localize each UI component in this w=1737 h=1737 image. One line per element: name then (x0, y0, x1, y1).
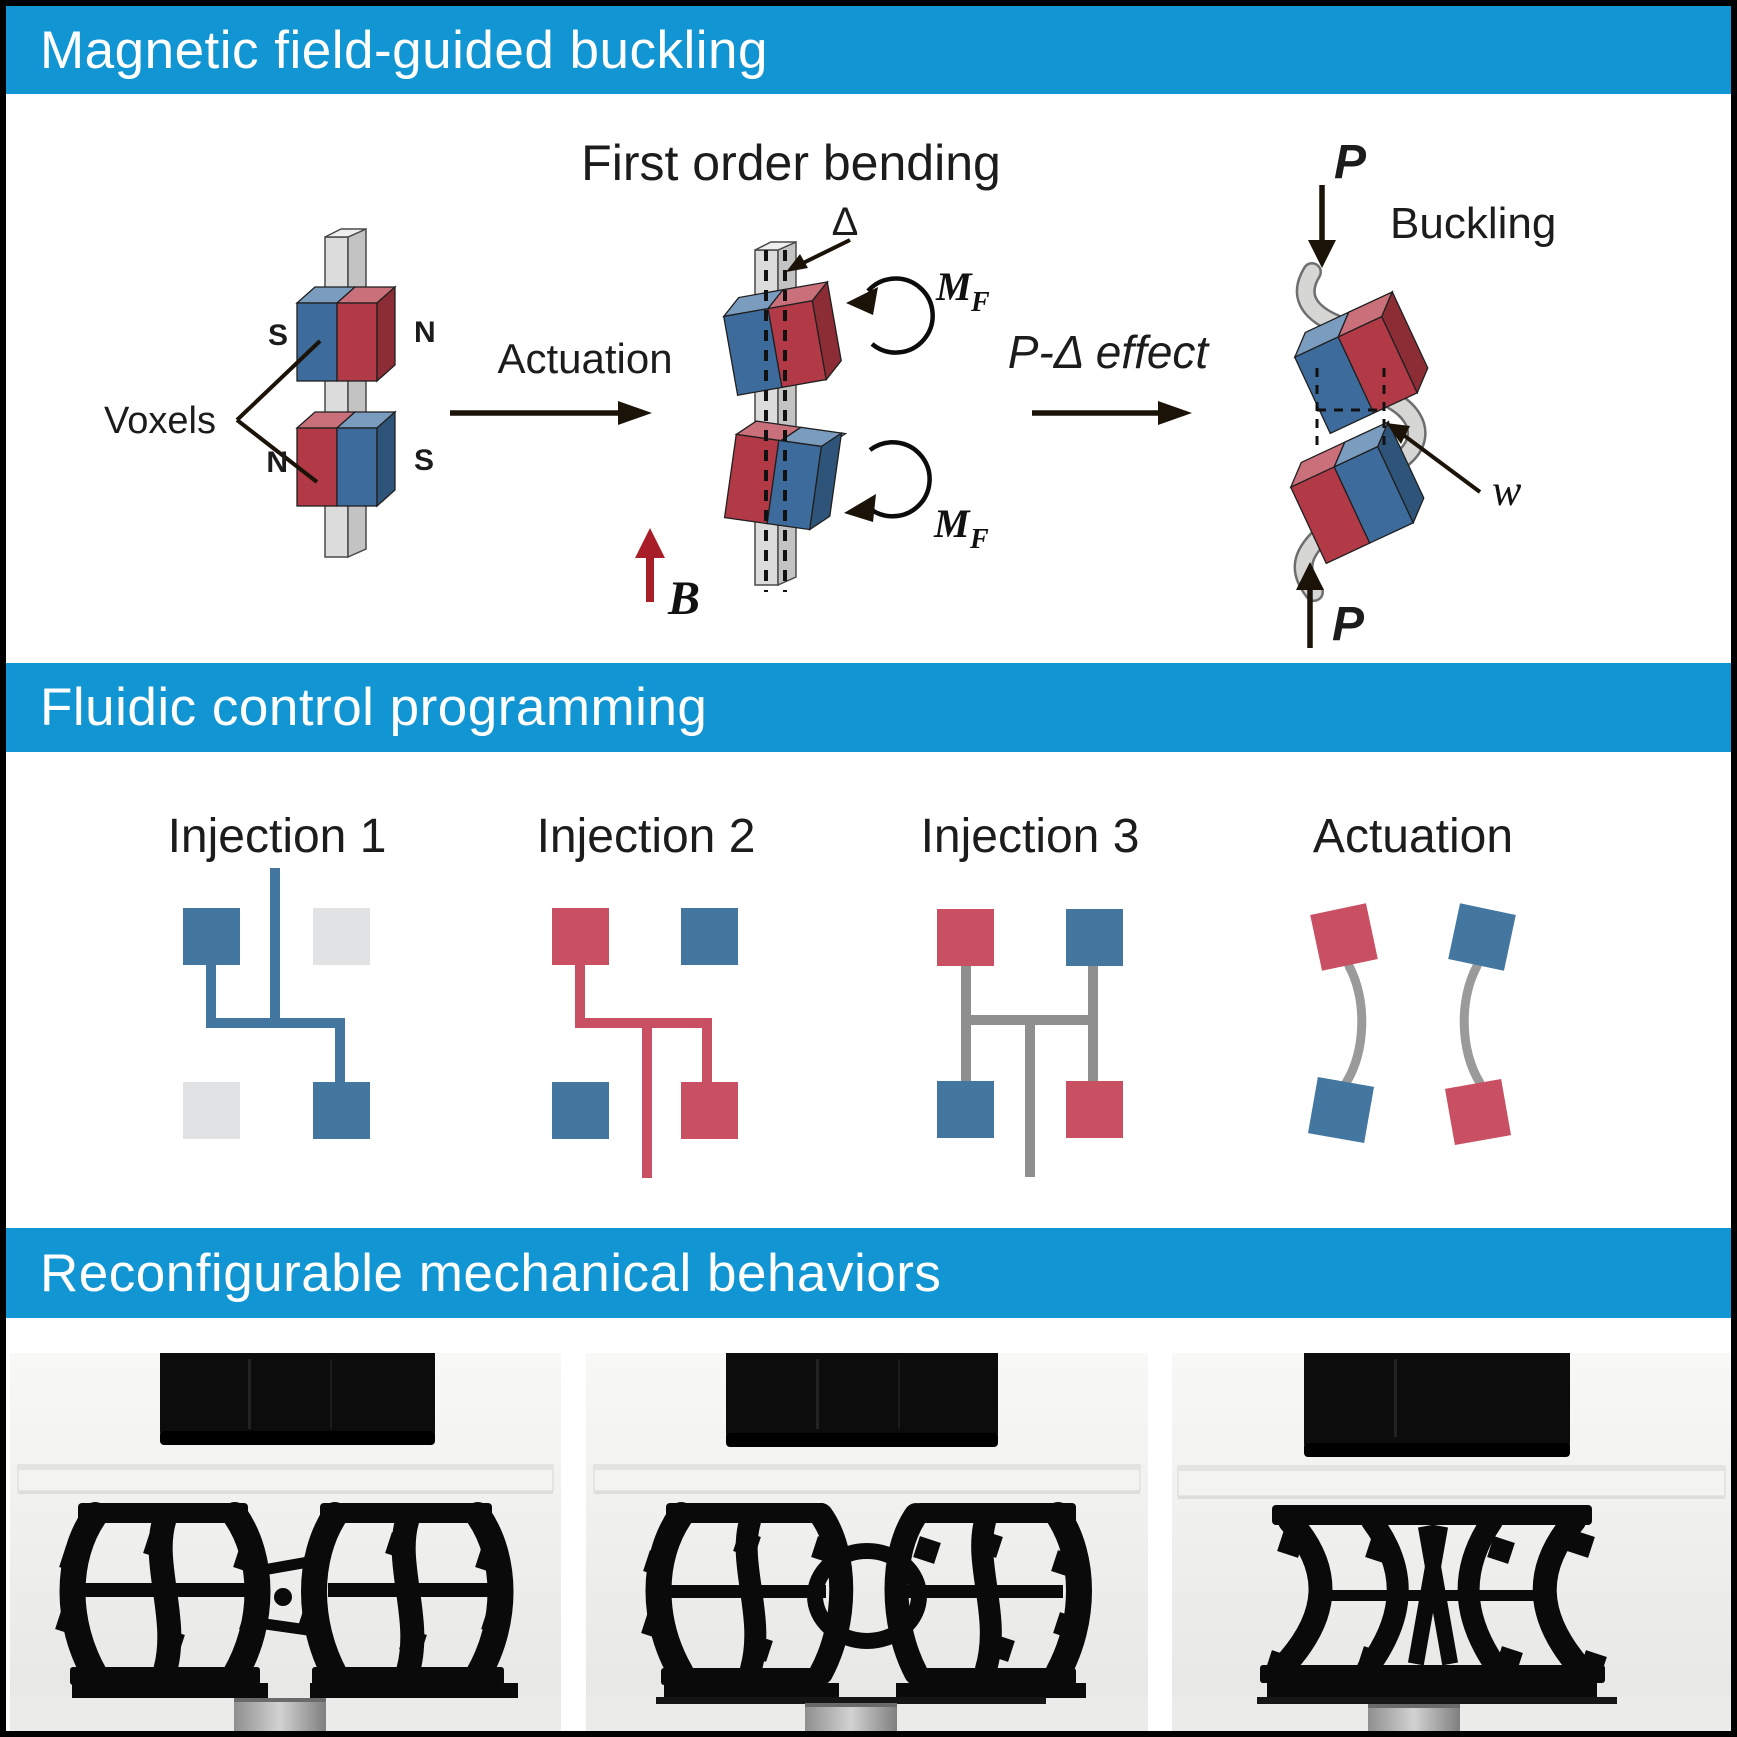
bent-channel-right (1459, 961, 1485, 1088)
magnet-voxel-top (295, 285, 397, 383)
acrylic-plate (1177, 1465, 1726, 1499)
magnet-voxel-bottom-buckled (1289, 420, 1425, 565)
section-header-behaviors: Reconfigurable mechanical behaviors (6, 1228, 1731, 1318)
voxel-square-bl (552, 1082, 609, 1139)
voxel-square-bl (1307, 1076, 1375, 1144)
section-header-fluidic: Fluidic control programming (6, 663, 1731, 752)
first-order-bending-label: First order bending (581, 135, 1001, 191)
base-plate (72, 1683, 268, 1698)
section-title: Reconfigurable mechanical behaviors (40, 1243, 942, 1303)
voxel-square-bl (183, 1082, 240, 1139)
voxel-square-tl (552, 908, 609, 965)
section-title: Magnetic field-guided buckling (40, 20, 768, 80)
moment-arrow-top (866, 276, 935, 355)
moment-arrow-bottom (864, 440, 932, 519)
panel-injection-2: Injection 2 (537, 810, 756, 1178)
voxel-stack-buckled: P Buckling (1289, 136, 1556, 651)
voxel-square-tl (1310, 903, 1378, 971)
panel-injection-1: Injection 1 (168, 810, 387, 1139)
actuation-step: Actuation (450, 335, 673, 425)
support-cylinder (1368, 1704, 1460, 1731)
moment-sub-top: F (970, 287, 990, 318)
base-plate (1267, 1683, 1597, 1697)
compression-test-photo-2 (586, 1353, 1148, 1731)
acrylic-plate (593, 1464, 1141, 1494)
panel-label: Injection 1 (168, 810, 387, 863)
voxel-stack-bent: First order bending Δ (581, 135, 1001, 625)
voxels-pointer-line (235, 418, 319, 484)
moment-label-bottom: M (933, 501, 971, 546)
base-plate (664, 1683, 839, 1698)
voxel-square-tl (937, 909, 994, 966)
section-title: Fluidic control programming (40, 678, 708, 737)
load-label-top: P (1334, 136, 1367, 189)
fluid-channel (575, 965, 712, 1178)
bent-channel-left (1341, 961, 1367, 1088)
voxel-square-tr (1448, 903, 1516, 971)
p-delta-step: P-Δ effect (1008, 326, 1211, 425)
voxels-pointer-line (235, 339, 322, 422)
p-delta-label: P-Δ effect (1008, 326, 1211, 378)
section-header-magnetic: Magnetic field-guided buckling (6, 6, 1731, 94)
base-bar (656, 1697, 1046, 1704)
pole-label-s-bottom: S (414, 444, 434, 477)
moment-sub-bottom: F (969, 524, 989, 555)
elastic-beam (324, 236, 349, 558)
actuation-label: Actuation (497, 335, 672, 382)
fluid-channel (961, 966, 1098, 1177)
voxel-square-br (681, 1082, 738, 1139)
buckling-label: Buckling (1390, 199, 1556, 248)
magnetic-buckling-diagram: Voxels S N N S Actuation First order ben… (104, 135, 1556, 651)
acrylic-plate (17, 1464, 554, 1494)
panel-actuation: Actuation (1307, 810, 1516, 1146)
base-bar (1257, 1697, 1617, 1704)
pole-label-n-bottom: N (266, 446, 288, 479)
magnet-voxel-top-bent (722, 280, 842, 396)
voxel-square-tr (1066, 909, 1123, 966)
voxel-square-bl (937, 1081, 994, 1138)
pole-label-n-top: N (414, 316, 436, 349)
support-cylinder (234, 1698, 326, 1731)
base-plate (896, 1683, 1086, 1698)
moment-label-top: M (935, 264, 973, 309)
panel-injection-3: Injection 3 (921, 810, 1140, 1177)
voxels-label: Voxels (104, 400, 216, 442)
lattice-silhouette (55, 1502, 514, 1688)
magnet-voxel-bottom-bent (723, 420, 848, 531)
panel-label: Actuation (1313, 810, 1513, 863)
compression-test-photo-1 (10, 1353, 561, 1731)
voxel-square-tl (183, 908, 240, 965)
voxel-square-tr (313, 908, 370, 965)
field-label: B (667, 572, 700, 625)
lattice-silhouette (1260, 1505, 1607, 1683)
panel-label: Injection 3 (921, 810, 1140, 863)
lattice-silhouette (641, 1502, 1092, 1686)
voxel-square-br (313, 1082, 370, 1139)
voxel-square-tr (681, 908, 738, 965)
compression-test-photo-3 (1172, 1353, 1731, 1731)
base-plate (310, 1683, 518, 1698)
voxel-square-br (1066, 1081, 1123, 1138)
deflection-arrowhead (1386, 423, 1410, 444)
pole-label-s-top: S (268, 319, 288, 352)
voxel-stack-initial: Voxels S N N S (104, 227, 436, 559)
fluid-channel (206, 868, 345, 1085)
support-cylinder (805, 1703, 897, 1731)
panel-label: Injection 2 (537, 810, 756, 863)
fluidic-programming-diagram: Injection 1 Injection 2 Injection 3 (168, 810, 1516, 1178)
press-head (1304, 1353, 1570, 1457)
magnet-voxel-bottom (295, 410, 397, 508)
delta-label: Δ (832, 200, 859, 244)
central-void-ring (807, 1543, 927, 1649)
delta-arrowhead (786, 254, 808, 272)
voxel-square-br (1444, 1078, 1512, 1146)
deflection-label: w (1492, 466, 1522, 515)
press-head (726, 1353, 998, 1447)
press-head (160, 1353, 435, 1445)
load-label-bottom: P (1332, 598, 1365, 651)
